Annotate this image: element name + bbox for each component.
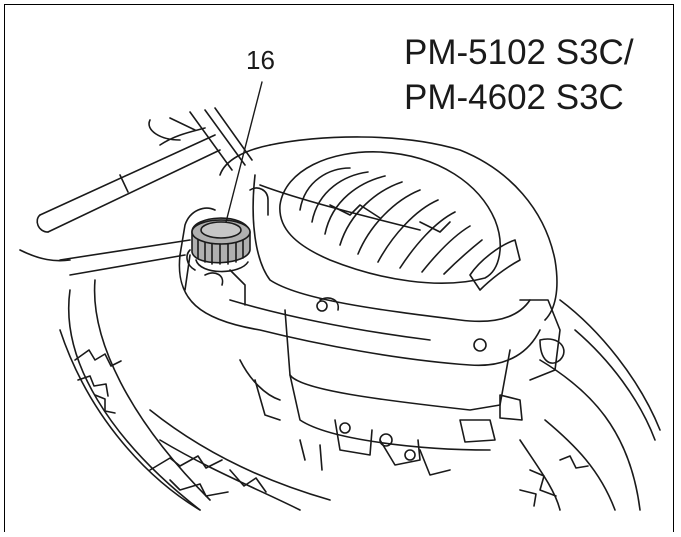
model-line-1: PM-5102 S3C/ <box>404 33 634 72</box>
model-label: PM-5102 S3C/ PM-4602 S3C <box>404 30 634 120</box>
fuel-cap <box>186 217 251 273</box>
mower-deck <box>59 279 661 511</box>
callout-leader-line <box>225 81 263 223</box>
figure-frame <box>4 4 674 532</box>
engine-cover <box>178 136 565 476</box>
model-line-2: PM-4602 S3C <box>404 78 624 117</box>
callout-number: 16 <box>246 45 275 75</box>
air-filter-grille <box>279 151 521 291</box>
